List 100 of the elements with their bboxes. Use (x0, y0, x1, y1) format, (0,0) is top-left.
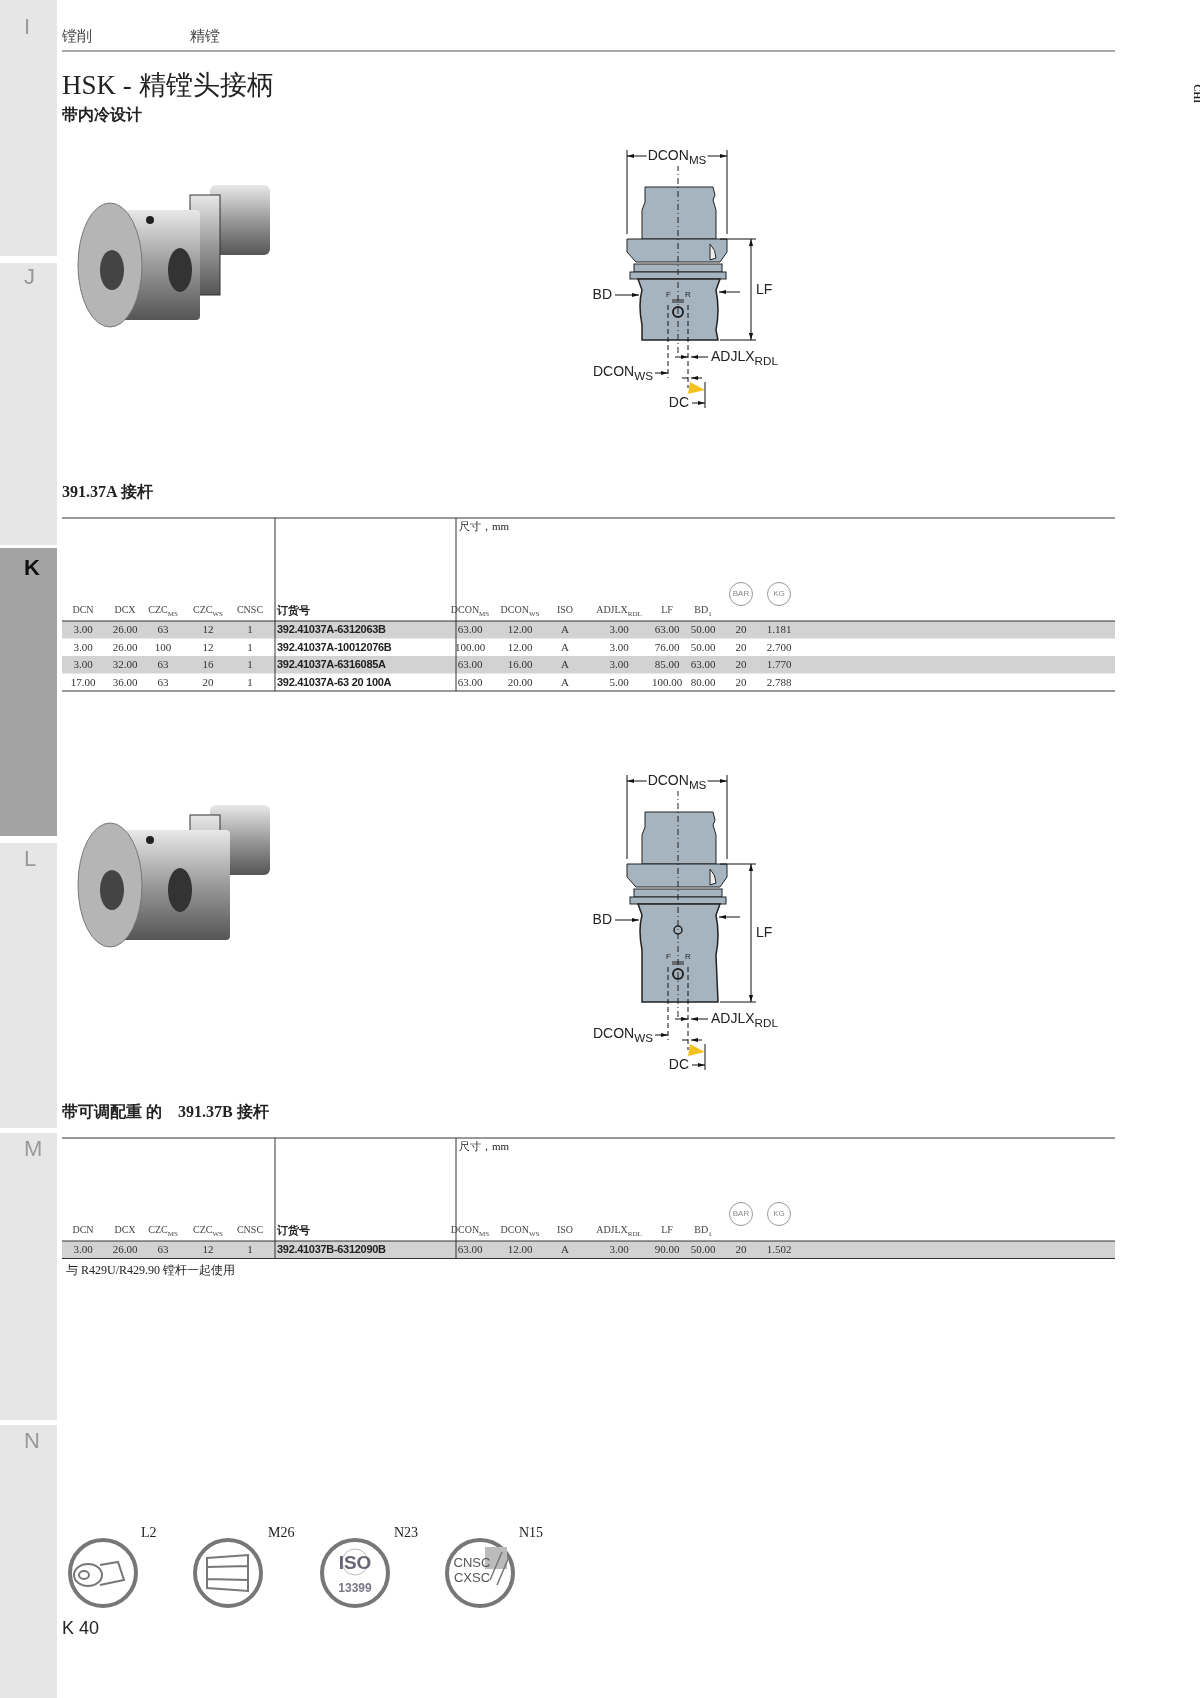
page-title: HSK - 精镗头接柄 (62, 70, 274, 102)
table-cell: 1.770 (766, 658, 792, 671)
code-text: CNSC (453, 1556, 491, 1571)
table-cell: 63.00 (457, 623, 483, 636)
marking-letter: F (666, 290, 671, 300)
tab-letter: N (24, 1428, 40, 1454)
table-cell: 2.700 (766, 640, 792, 654)
table-cell: 63.00 (654, 623, 680, 636)
column-header: ADJLX$_{RDL}$ (596, 604, 642, 619)
footnote: 与 R429U/R429.90 镗杆一起使用 (66, 1264, 235, 1278)
column-header: LF (661, 604, 673, 616)
page-number: K 40 (62, 1618, 100, 1639)
table-title: 391.37A 接杆 (62, 483, 153, 502)
table-cell: 26.00 (112, 623, 138, 636)
table-cell: 63 (157, 675, 169, 689)
column-header: BD$_{1}$ (694, 604, 712, 619)
icon-code: N23 (394, 1525, 419, 1542)
icon-code: M26 (268, 1525, 295, 1542)
tab-letter: I (24, 14, 31, 40)
table-cell: 26.00 (112, 640, 138, 654)
table-cell: 3.00 (73, 640, 93, 654)
table-cell: 1 (247, 658, 253, 671)
table-cell: 63 (157, 658, 169, 671)
marking-letter: R (685, 290, 691, 300)
table-cell: 26.00 (112, 1243, 138, 1256)
table-cell: 90.00 (654, 1243, 680, 1256)
column-header: CNSC (236, 1224, 264, 1236)
order-number: 392.41037B-6312090B (277, 1243, 386, 1256)
standard-label: ISO (338, 1552, 372, 1574)
table-cell: 50.00 (690, 623, 716, 636)
table-cell: A (561, 640, 569, 654)
order-number: 392.41037A-6312063B (277, 623, 386, 636)
column-header: DCON$_{MS}$ (450, 604, 490, 619)
dimension-label: ADJLX$_{RDL}$ (710, 1010, 779, 1030)
table-cell: 50.00 (690, 640, 716, 654)
marking-letter: F (666, 952, 671, 962)
table-cell: A (561, 658, 569, 671)
tab-letter: M (24, 1136, 43, 1162)
table-cell: 76.00 (654, 640, 680, 654)
table-cell: 3.00 (609, 623, 629, 636)
dimension-label: DCON$_{WS}$ (592, 363, 654, 383)
table-cell: 3.00 (609, 658, 629, 671)
table-cell: A (561, 1243, 569, 1256)
column-header: 订货号 (277, 1224, 310, 1237)
table-cell: 3.00 (73, 1243, 93, 1256)
table-cell: 1 (247, 675, 253, 689)
table-cell: 20 (735, 675, 747, 689)
column-header: ADJLX$_{RDL}$ (596, 1224, 642, 1239)
standard-label: 13399 (338, 1582, 372, 1596)
table-cell: 12 (202, 1243, 214, 1256)
column-header: DCX (114, 604, 136, 616)
table-cell: 17.00 (70, 675, 96, 689)
dimension-label: DCON$_{MS}$ (646, 147, 708, 167)
column-header: BD$_{1}$ (694, 1224, 712, 1239)
column-header: DCX (114, 1224, 136, 1236)
table-cell: 36.00 (112, 675, 138, 689)
table-cell: 12.00 (507, 640, 533, 654)
table-cell: 1.502 (766, 1243, 792, 1256)
tab-letter: J (24, 264, 35, 290)
table-cell: 63 (157, 1243, 169, 1256)
table-cell: 20 (735, 640, 747, 654)
column-header: ISO (556, 1224, 574, 1236)
table-title: 带可调配重 的 391.37B 接杆 (62, 1103, 269, 1122)
table-cell: 100.00 (651, 675, 683, 689)
table-cell: 1.181 (766, 623, 792, 636)
order-number: 392.41037A-10012076B (277, 640, 392, 654)
column-header: CZC$_{WS}$ (193, 1224, 223, 1239)
table-cell: 20 (735, 623, 747, 636)
table-cell: 1 (247, 623, 253, 636)
column-header: DCON$_{WS}$ (500, 604, 540, 619)
table-cell: 63.00 (690, 658, 716, 671)
table-cell: 50.00 (690, 1243, 716, 1256)
unit-note: 尺寸，mm (459, 520, 510, 533)
table-cell: 100 (154, 640, 172, 654)
table-cell: 32.00 (112, 658, 138, 671)
table-cell: 12 (202, 640, 214, 654)
icon-code: L2 (141, 1525, 157, 1542)
order-number: 392.41037A-6316085A (277, 658, 386, 671)
unit-note: 尺寸，mm (459, 1140, 510, 1153)
table-cell: 3.00 (73, 623, 93, 636)
table-cell: 20 (202, 675, 214, 689)
table-cell: 2.788 (766, 675, 792, 689)
table-cell: 20 (735, 658, 747, 671)
table-cell: 12 (202, 623, 214, 636)
table-cell: 1 (247, 1243, 253, 1256)
table-cell: 100.00 (454, 640, 486, 654)
column-header: 订货号 (277, 604, 310, 617)
column-header: CNSC (236, 604, 264, 616)
dimension-label: DCON$_{WS}$ (592, 1025, 654, 1045)
table-cell: 63.00 (457, 658, 483, 671)
table-cell: 3.00 (609, 1243, 629, 1256)
code-text: CXSC (453, 1571, 491, 1586)
icon-code: N15 (519, 1525, 544, 1542)
table-cell: A (561, 623, 569, 636)
tab-letter: K (24, 555, 40, 581)
column-header: CZC$_{MS}$ (148, 604, 178, 619)
table-cell: 12.00 (507, 1243, 533, 1256)
column-header: ISO (556, 604, 574, 616)
table-cell: 63.00 (457, 675, 483, 689)
column-header: DCON$_{WS}$ (500, 1224, 540, 1239)
